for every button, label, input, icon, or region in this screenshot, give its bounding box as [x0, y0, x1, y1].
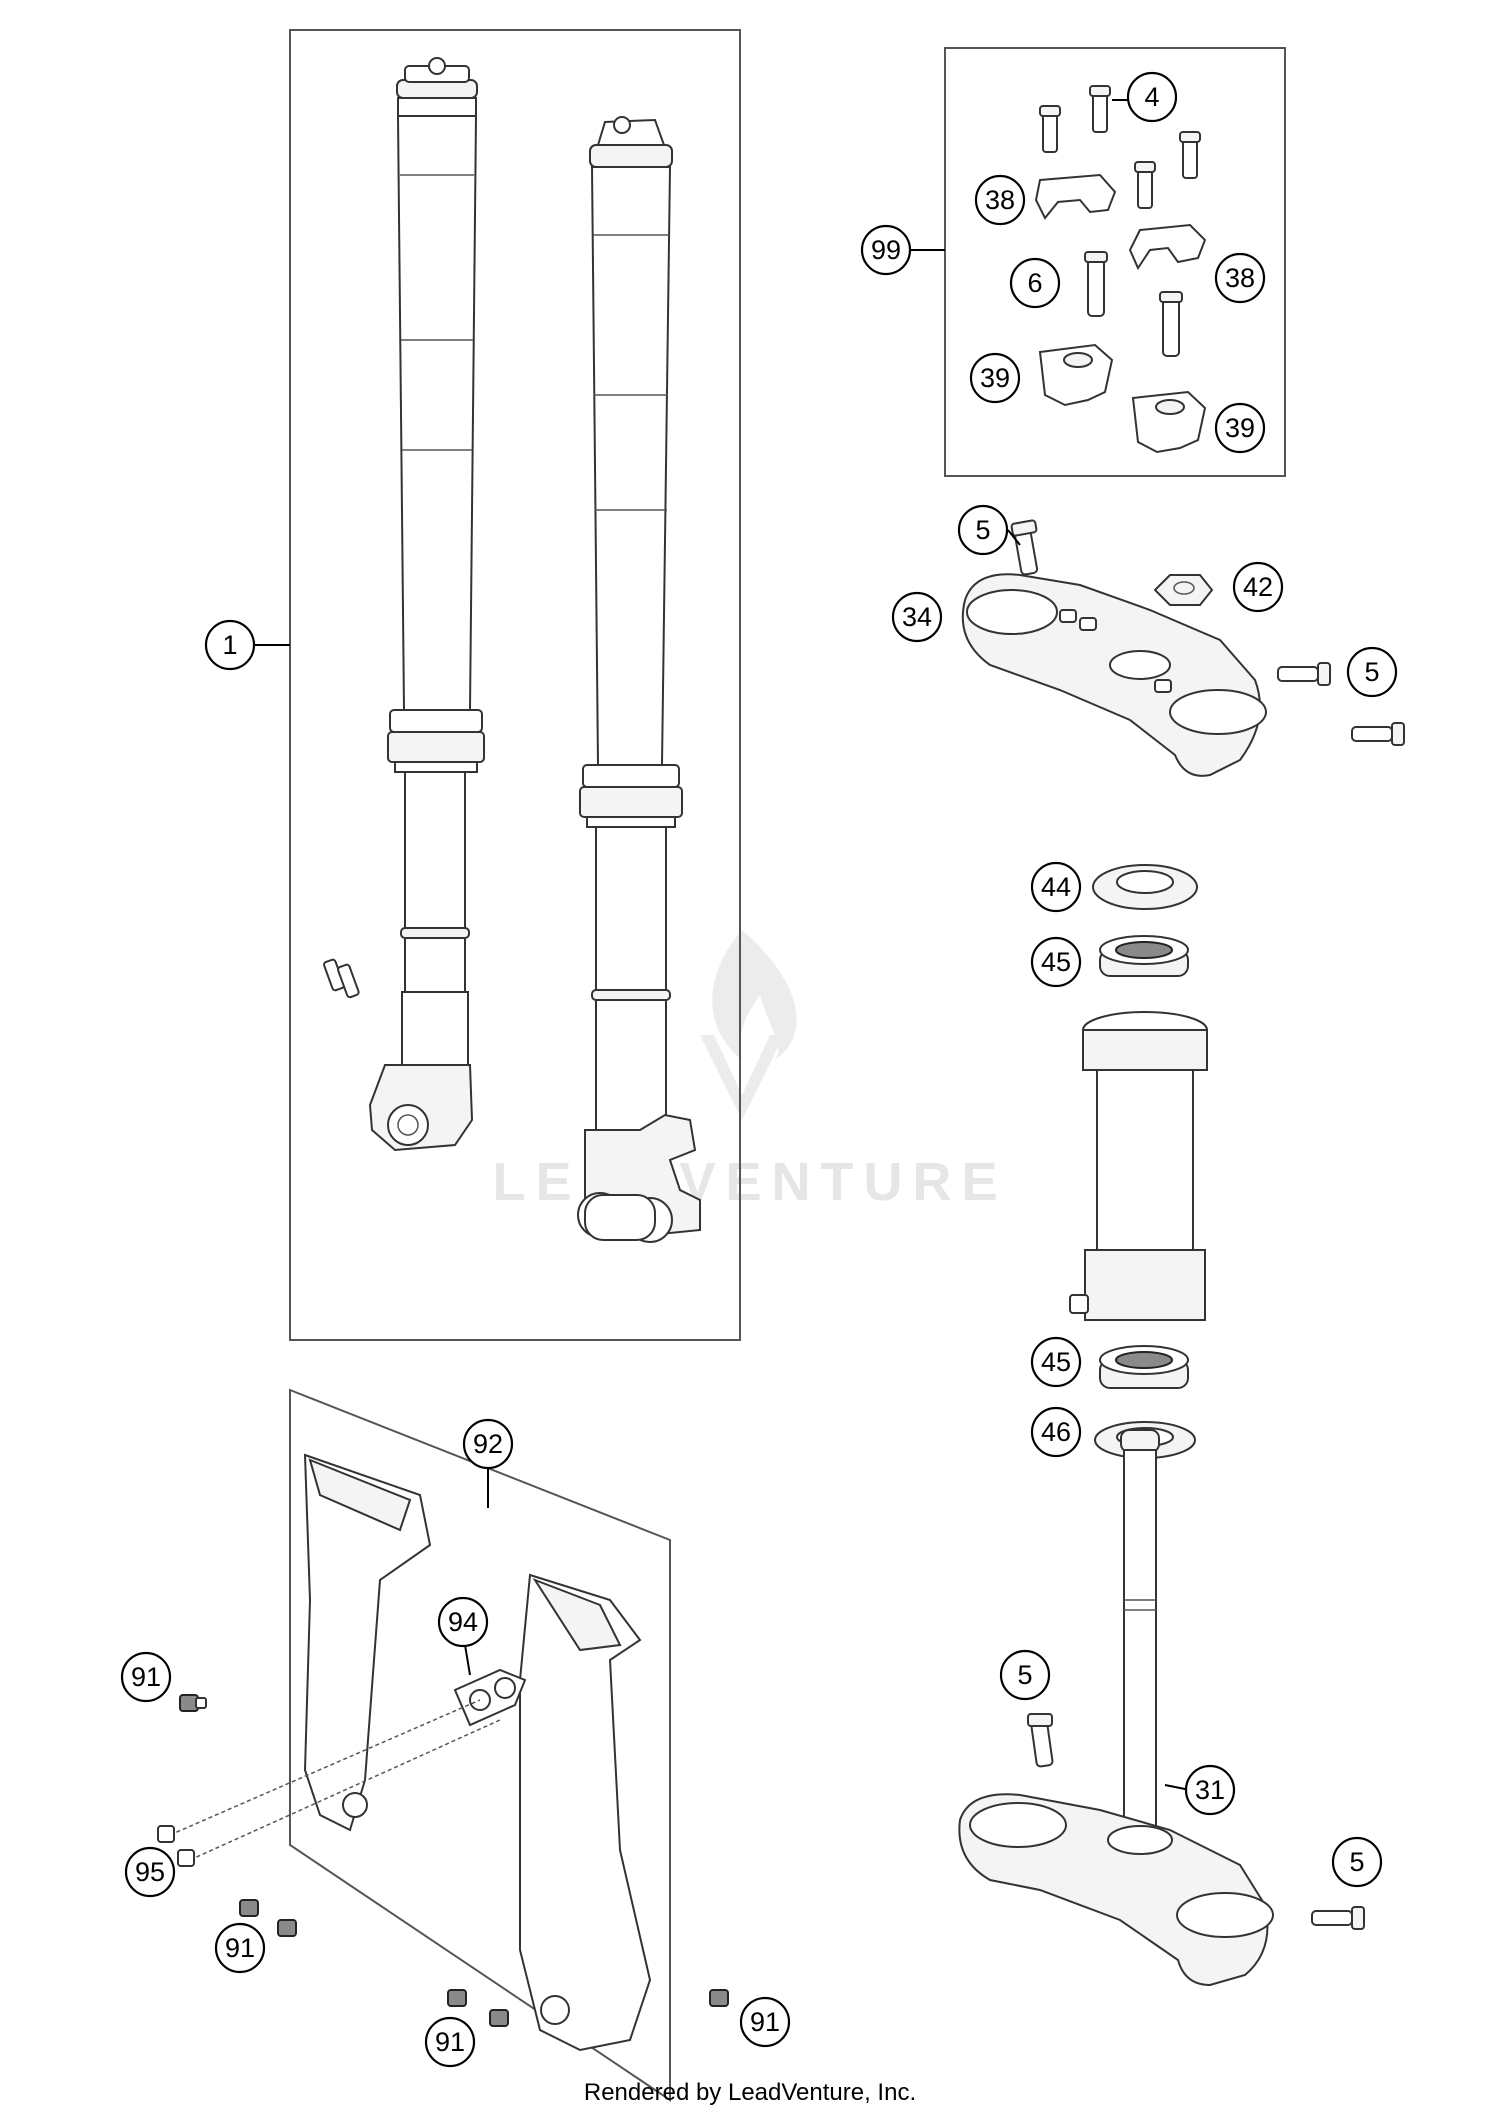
svg-text:45: 45 — [1041, 947, 1071, 977]
watermark-text: LEADVENTURE — [492, 1152, 1007, 1212]
callout-42[interactable]: 42 — [1232, 561, 1284, 613]
watermark: LEADVENTURE — [492, 930, 1007, 1212]
svg-text:5: 5 — [975, 515, 990, 545]
callout-91[interactable]: 91 — [424, 2016, 476, 2068]
svg-text:45: 45 — [1041, 1347, 1071, 1377]
left-fork-guard[interactable] — [303, 1453, 432, 1832]
callout-92[interactable]: 92 — [462, 1418, 514, 1470]
top-clamp-screw-5[interactable] — [1010, 519, 1039, 576]
lower-triple-clamp-31[interactable] — [958, 1429, 1274, 1987]
callout-5[interactable]: 5 — [1346, 646, 1398, 698]
callout-91[interactable]: 91 — [739, 1996, 791, 2048]
svg-text:99: 99 — [871, 235, 901, 265]
svg-text:95: 95 — [135, 1857, 165, 1887]
callout-39[interactable]: 39 — [1214, 402, 1266, 454]
callout-38[interactable]: 38 — [1214, 252, 1266, 304]
callout-6[interactable]: 6 — [1009, 257, 1061, 309]
callout-91[interactable]: 91 — [120, 1651, 172, 1703]
svg-text:91: 91 — [435, 2027, 465, 2057]
callout-99[interactable]: 99 — [860, 224, 912, 276]
fork-guard-frame — [289, 1388, 671, 2102]
steering-tube[interactable] — [1069, 1011, 1208, 1321]
clamp-kit-frame — [944, 47, 1286, 477]
brake-line-clamp-94[interactable] — [453, 1668, 527, 1727]
callout-39[interactable]: 39 — [969, 352, 1021, 404]
leader-5a — [1007, 529, 1021, 546]
callout-5[interactable]: 5 — [957, 504, 1009, 556]
svg-text:5: 5 — [1017, 1660, 1032, 1690]
clamp-pinch-screws-5[interactable] — [1277, 662, 1405, 746]
callout-5[interactable]: 5 — [999, 1649, 1051, 1701]
svg-text:34: 34 — [902, 602, 932, 632]
svg-text:6: 6 — [1027, 268, 1042, 298]
svg-text:91: 91 — [750, 2007, 780, 2037]
svg-text:4: 4 — [1144, 82, 1159, 112]
svg-text:1: 1 — [222, 630, 237, 660]
callout-46[interactable]: 46 — [1030, 1406, 1082, 1458]
clamp-lower-39[interactable] — [1038, 343, 1207, 454]
svg-text:42: 42 — [1243, 572, 1273, 602]
callout-91[interactable]: 91 — [214, 1922, 266, 1974]
callout-1[interactable]: 1 — [204, 619, 256, 671]
seal-44[interactable] — [1092, 864, 1198, 910]
clamp-upper-38[interactable] — [1034, 173, 1207, 271]
svg-text:38: 38 — [1225, 263, 1255, 293]
callout-95[interactable]: 95 — [124, 1846, 176, 1898]
svg-text:91: 91 — [225, 1933, 255, 1963]
clamp-screws-6[interactable] — [1084, 251, 1183, 357]
svg-text:44: 44 — [1041, 872, 1071, 902]
callout-38[interactable]: 38 — [974, 174, 1026, 226]
right-fork-guard[interactable] — [519, 1573, 652, 2052]
svg-text:91: 91 — [131, 1662, 161, 1692]
svg-text:94: 94 — [448, 1607, 478, 1637]
callout-45[interactable]: 45 — [1030, 1336, 1082, 1388]
fork-assembly-frame — [289, 29, 741, 1341]
callout-4[interactable]: 4 — [1126, 71, 1178, 123]
svg-text:5: 5 — [1349, 1847, 1364, 1877]
right-fork-leg[interactable] — [577, 116, 701, 1243]
callout-94[interactable]: 94 — [437, 1596, 489, 1648]
guard-screws-91[interactable] — [179, 1694, 729, 2027]
footer-credit: Rendered by LeadVenture, Inc. — [584, 2079, 916, 2106]
guard-bolts-95[interactable] — [157, 1699, 501, 1867]
callout-44[interactable]: 44 — [1030, 861, 1082, 913]
callout-45[interactable]: 45 — [1030, 936, 1082, 988]
bearing-45-upper[interactable] — [1099, 935, 1189, 977]
callout-31[interactable]: 31 — [1184, 1764, 1236, 1816]
upper-triple-clamp-34[interactable] — [961, 573, 1267, 777]
v-logo-icon — [700, 1035, 784, 1120]
lower-clamp-screw-5[interactable] — [1027, 1713, 1054, 1768]
svg-text:39: 39 — [980, 363, 1010, 393]
svg-text:39: 39 — [1225, 413, 1255, 443]
stem-nut-42[interactable] — [1153, 574, 1214, 606]
svg-text:5: 5 — [1364, 657, 1379, 687]
left-fork-leg[interactable] — [368, 57, 485, 1152]
clamp-screws-4[interactable] — [1039, 85, 1201, 209]
svg-text:38: 38 — [985, 185, 1015, 215]
svg-text:92: 92 — [473, 1429, 503, 1459]
svg-text:46: 46 — [1041, 1417, 1071, 1447]
callout-5[interactable]: 5 — [1331, 1836, 1383, 1888]
callout-34[interactable]: 34 — [891, 591, 943, 643]
flame-logo-icon — [712, 930, 797, 1060]
leader-94 — [464, 1644, 471, 1676]
bearing-45-lower[interactable] — [1099, 1345, 1189, 1389]
svg-text:31: 31 — [1195, 1775, 1225, 1805]
lower-pinch-screw-5[interactable] — [1311, 1906, 1365, 1930]
fork-bottom-screws[interactable] — [323, 958, 360, 999]
